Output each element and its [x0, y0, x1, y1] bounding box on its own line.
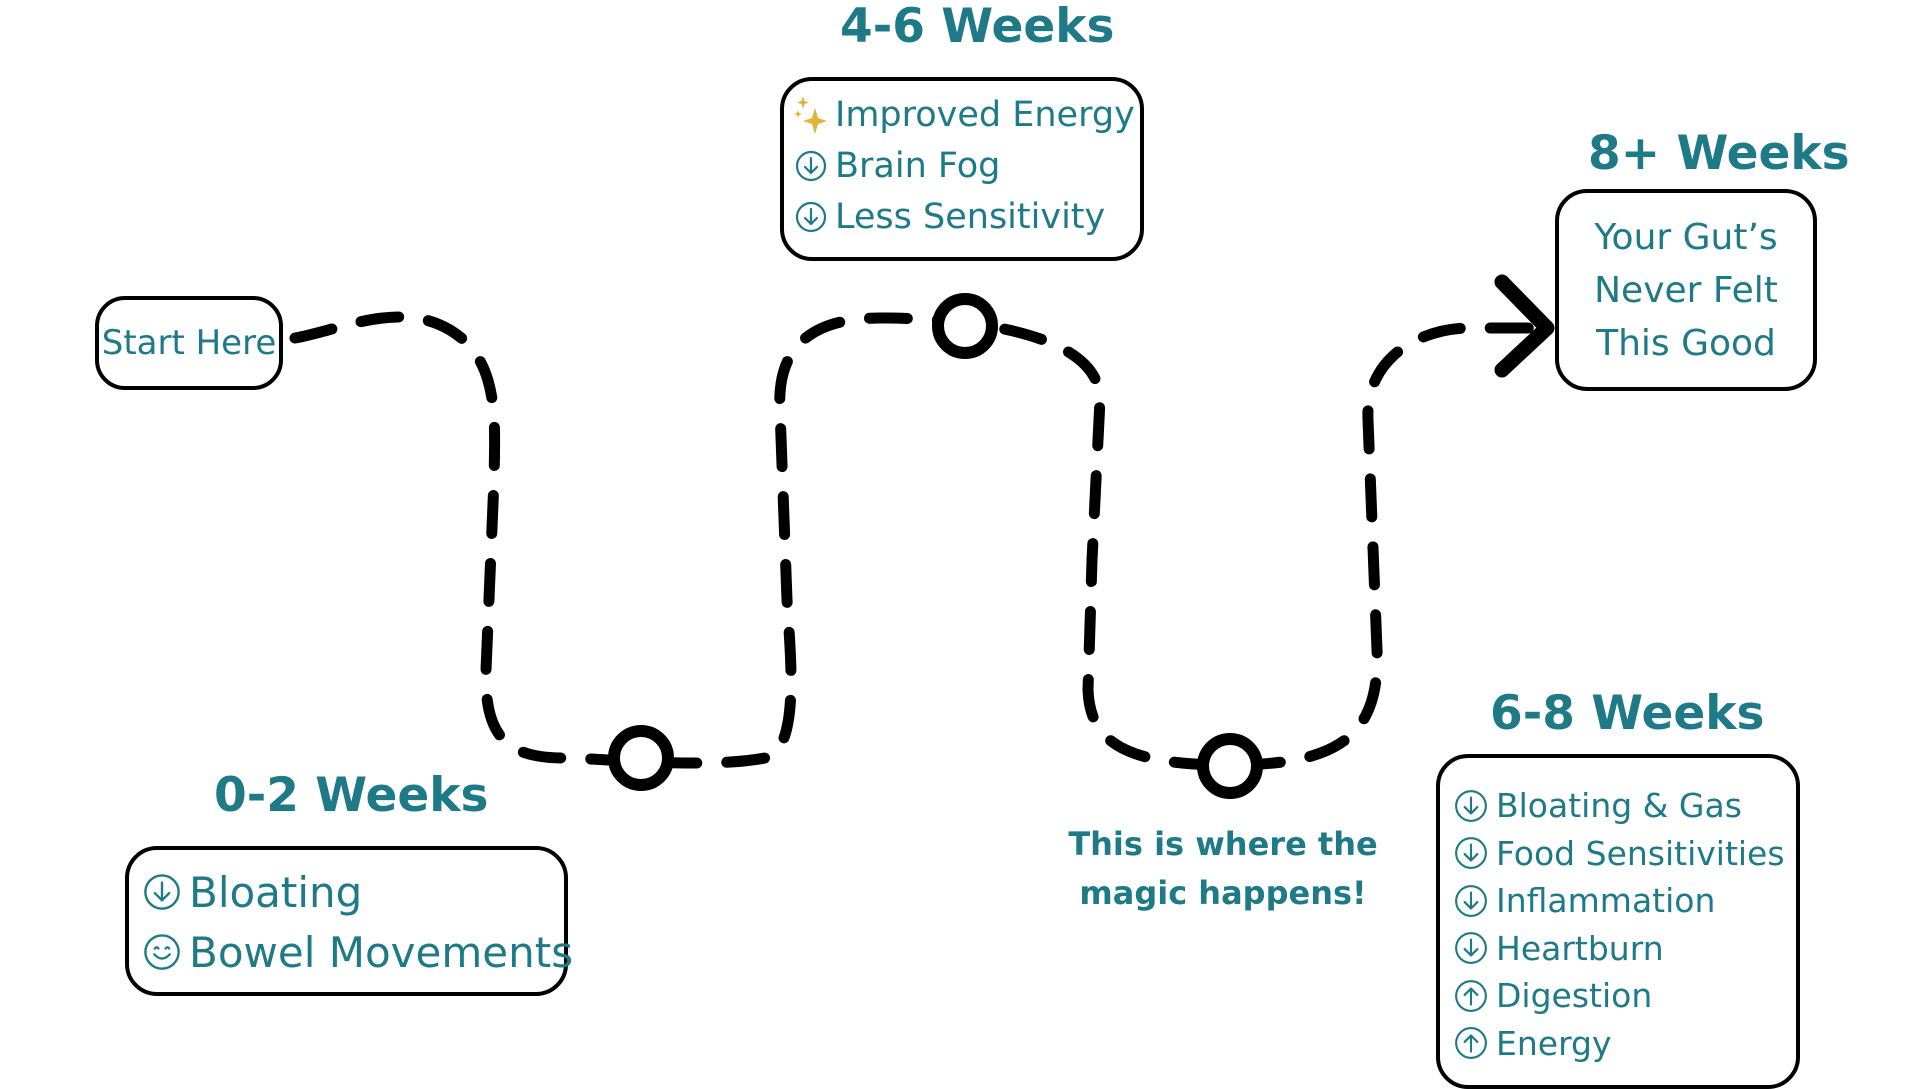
item-label: Bloating: [189, 867, 363, 917]
start-label: Start Here: [101, 323, 277, 363]
list-item: Bloating & Gas: [1454, 782, 1796, 830]
down-arrow-circle-icon: [1455, 789, 1487, 822]
stage-box-4-6-weeks: Improved Energy Brain Fog Less Sensitivi…: [780, 77, 1144, 261]
list-item: Improved Energy: [795, 89, 1140, 140]
dashed-route-line: [289, 311, 1546, 771]
list-item: Heartburn: [1454, 925, 1796, 973]
down-arrow-circle-icon: [795, 150, 827, 181]
list-item: Digestion: [1454, 972, 1796, 1020]
item-label: Brain Fog: [835, 145, 1001, 186]
result-line: Your Gut’s: [1594, 216, 1778, 258]
magic-annotation: This is where the magic happens!: [1058, 820, 1388, 918]
down-arrow-circle-icon: [795, 201, 827, 232]
stage-box-6-8-weeks: Bloating & Gas Food Sensitivities Inflam…: [1436, 754, 1800, 1089]
item-label: Less Sensitivity: [835, 196, 1106, 237]
result-line: This Good: [1596, 322, 1776, 364]
arrow-head-icon: [1494, 274, 1555, 378]
list-item: Bowel Movements: [143, 922, 573, 982]
annotation-line: magic happens!: [1079, 874, 1367, 912]
list-item: Inflammation: [1454, 877, 1796, 925]
stage-box-8-plus-weeks: Your Gut’s Never Felt This Good: [1555, 189, 1817, 391]
list-item: Less Sensitivity: [795, 191, 1140, 242]
list-item: Bloating: [143, 862, 564, 922]
stage-box-0-2-weeks: Bloating Bowel Movements: [125, 846, 573, 996]
up-arrow-circle-icon: [1455, 979, 1487, 1012]
heading-6-8-weeks: 6-8 Weeks: [1490, 686, 1765, 741]
sparkles-icon: [795, 95, 827, 134]
item-label: Bloating & Gas: [1496, 786, 1742, 826]
item-label: Heartburn: [1496, 928, 1664, 968]
down-arrow-circle-icon: [1455, 932, 1487, 965]
annotation-line: This is where the: [1068, 825, 1378, 863]
down-arrow-circle-icon: [1455, 884, 1487, 917]
heading-4-6-weeks: 4-6 Weeks: [840, 0, 1115, 54]
result-line: Never Felt: [1594, 269, 1778, 311]
milestone-node-6-8: [1197, 733, 1263, 799]
smiley-face-icon: [144, 934, 180, 970]
heading-0-2-weeks: 0-2 Weeks: [214, 768, 489, 823]
up-arrow-circle-icon: [1455, 1027, 1487, 1060]
item-label: Improved Energy: [835, 94, 1135, 135]
list-item: Food Sensitivities: [1454, 830, 1796, 878]
start-box: Start Here: [95, 296, 283, 390]
item-label: Bowel Movements: [189, 927, 574, 977]
heading-8-plus-weeks: 8+ Weeks: [1588, 126, 1850, 181]
item-label: Food Sensitivities: [1496, 833, 1785, 873]
item-label: Energy: [1496, 1023, 1612, 1063]
milestone-node-0-2: [608, 725, 674, 791]
item-label: Inflammation: [1496, 881, 1716, 921]
list-item: Energy: [1454, 1020, 1796, 1068]
milestone-node-4-6: [932, 293, 998, 359]
item-label: Digestion: [1496, 976, 1653, 1016]
down-arrow-circle-icon: [144, 874, 180, 910]
down-arrow-circle-icon: [1455, 837, 1487, 870]
list-item: Brain Fog: [795, 140, 1140, 191]
